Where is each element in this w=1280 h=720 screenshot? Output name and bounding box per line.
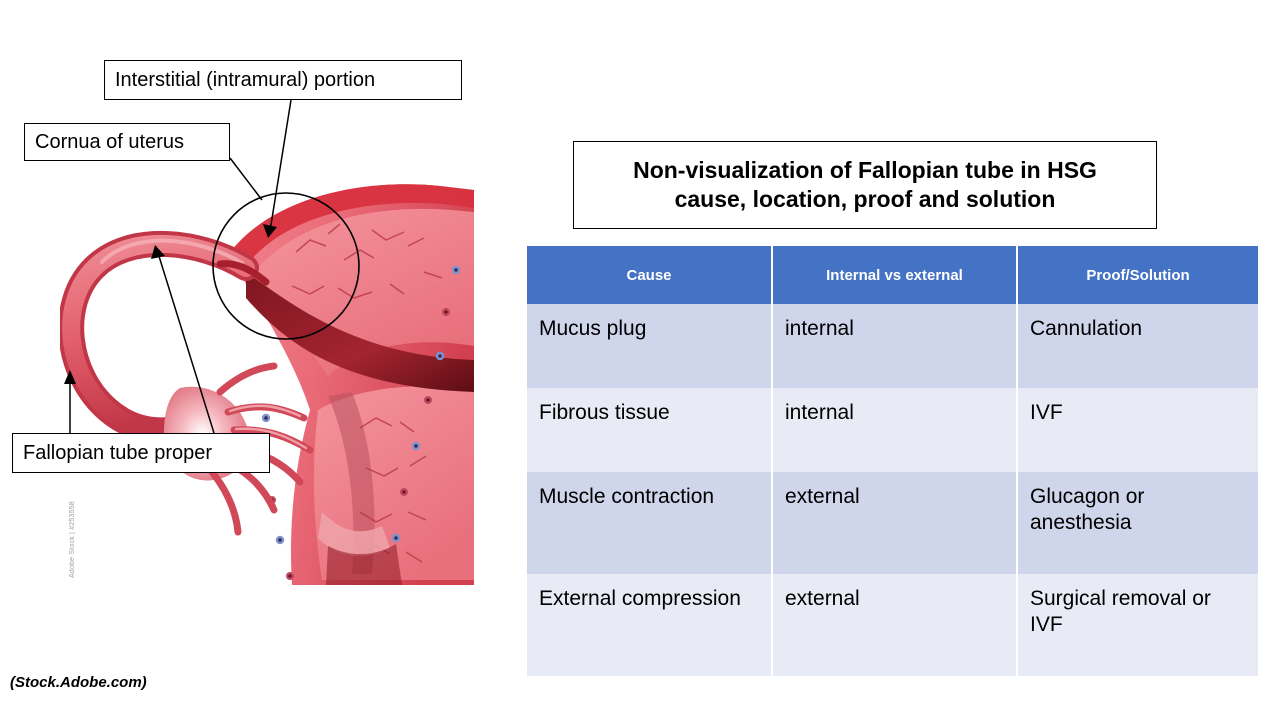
image-credit: (Stock.Adobe.com): [10, 674, 147, 691]
column-header-proof: Proof/Solution: [1017, 246, 1258, 304]
anatomy-graphic: [60, 184, 474, 585]
cell-location: internal: [772, 388, 1018, 472]
adobe-stock-watermark: Adobe Stock | #253558: [69, 501, 76, 578]
table-row: Muscle contraction external Glucagon or …: [527, 472, 1258, 574]
cell-cause: External compression: [527, 574, 773, 676]
callout-interstitial-portion: Interstitial (intramural) portion: [104, 60, 462, 100]
column-header-cause: Cause: [527, 246, 773, 304]
table-header-row: Cause Internal vs external Proof/Solutio…: [527, 246, 1258, 304]
cell-proof: Surgical removal or IVF: [1017, 574, 1258, 676]
table-row: External compression external Surgical r…: [527, 574, 1258, 676]
table-row: Mucus plug internal Cannulation: [527, 304, 1258, 388]
cell-location: internal: [772, 304, 1018, 388]
callout-cornua-of-uterus: Cornua of uterus: [24, 123, 230, 161]
column-header-location: Internal vs external: [772, 246, 1018, 304]
cervix: [318, 512, 402, 585]
anatomy-illustration: [60, 160, 474, 585]
cell-proof: Glucagon or anesthesia: [1017, 472, 1258, 574]
cell-cause: Muscle contraction: [527, 472, 773, 574]
cell-cause: Mucus plug: [527, 304, 773, 388]
callout-fallopian-tube-proper: Fallopian tube proper: [12, 433, 270, 473]
cell-cause: Fibrous tissue: [527, 388, 773, 472]
causes-table: Cause Internal vs external Proof/Solutio…: [527, 246, 1258, 676]
cell-location: external: [772, 472, 1018, 574]
slide-title-box: Non-visualization of Fallopian tube in H…: [573, 141, 1157, 229]
cell-location: external: [772, 574, 1018, 676]
slide-title-line-2: cause, location, proof and solution: [674, 186, 1056, 212]
table-row: Fibrous tissue internal IVF: [527, 388, 1258, 472]
slide-title-line-1: Non-visualization of Fallopian tube in H…: [633, 156, 1097, 183]
fallopian-tube: [60, 231, 270, 444]
cell-proof: IVF: [1017, 388, 1258, 472]
cell-proof: Cannulation: [1017, 304, 1258, 388]
